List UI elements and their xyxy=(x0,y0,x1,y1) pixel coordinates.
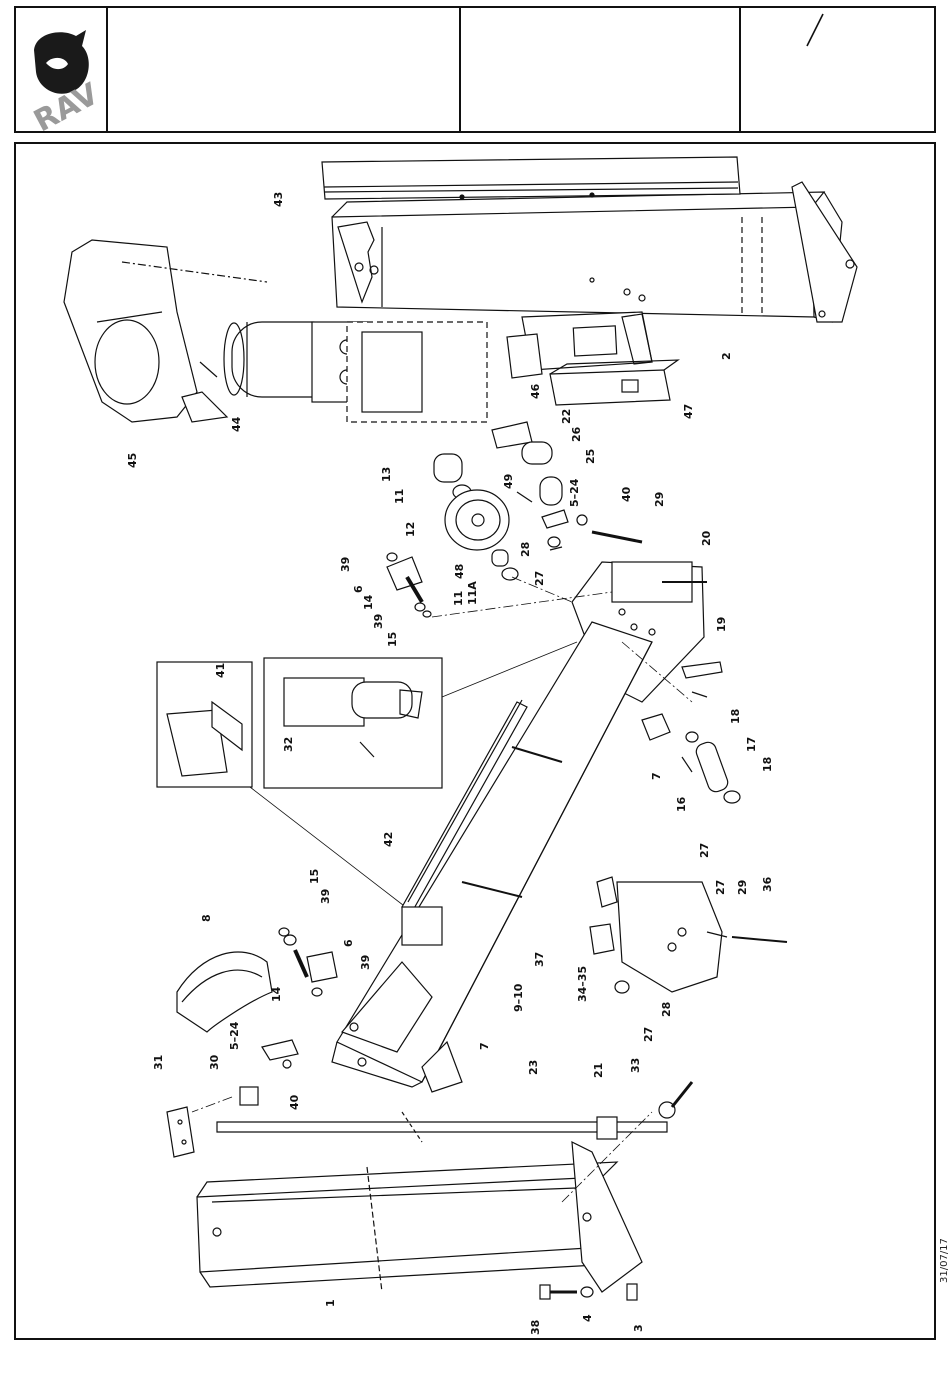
power-unit xyxy=(224,322,487,422)
callout-39a: 39 xyxy=(339,557,352,572)
lower-carriage xyxy=(590,877,787,993)
callout-7a: 7 xyxy=(650,772,663,780)
callout-25: 25 xyxy=(584,449,597,464)
callout-30: 30 xyxy=(208,1054,221,1070)
callout-1: 1 xyxy=(324,1299,337,1307)
callout-49: 49 xyxy=(502,474,515,489)
callout-33: 33 xyxy=(629,1058,642,1073)
inset-32 xyxy=(264,658,442,788)
title-cell xyxy=(108,8,461,131)
callout-5-24b: 5–24 xyxy=(228,1021,241,1050)
column-1 xyxy=(197,1142,642,1292)
callout-14a: 14 xyxy=(362,594,375,610)
part-23-latch-bar xyxy=(217,1082,692,1142)
callout-45: 45 xyxy=(126,453,139,468)
callout-43: 43 xyxy=(272,192,285,207)
part-43-channel xyxy=(322,157,740,199)
callout-28b: 28 xyxy=(660,1002,673,1017)
callout-8: 8 xyxy=(200,914,213,922)
callout-17: 17 xyxy=(745,737,758,752)
callout-27d: 27 xyxy=(642,1027,655,1042)
code-cell xyxy=(461,8,741,131)
callout-34-35: 34–35 xyxy=(576,966,589,1002)
logo-cell: RAV xyxy=(16,8,108,131)
callout-38: 38 xyxy=(529,1320,542,1335)
exploded-parts-diagram: 1 2 3 4 5–24 5–24 6 6 7 7 8 9–10 11 11 1… xyxy=(16,144,934,1338)
page-cell xyxy=(741,8,934,131)
part-46-plate xyxy=(507,312,652,378)
callout-29a: 29 xyxy=(653,492,666,507)
diagram-frame: 1 2 3 4 5–24 5–24 6 6 7 7 8 9–10 11 11 1… xyxy=(14,142,936,1340)
callout-11a: 11A xyxy=(466,581,479,605)
title-block: RAV xyxy=(14,6,936,133)
callout-20: 20 xyxy=(700,530,713,546)
callout-5-24a: 5–24 xyxy=(568,478,581,507)
callout-36: 36 xyxy=(761,876,774,892)
callout-11b: 11 xyxy=(452,591,465,606)
inset-41 xyxy=(157,662,252,787)
callout-6a: 6 xyxy=(352,585,365,593)
pulley-group xyxy=(434,422,642,580)
callout-18a: 18 xyxy=(729,709,742,724)
callout-29b: 29 xyxy=(736,880,749,895)
date-text: 31/07/17 xyxy=(939,1238,950,1283)
callout-40b: 40 xyxy=(288,1094,301,1110)
callout-9-10: 9–10 xyxy=(512,983,525,1012)
callout-42: 42 xyxy=(382,832,395,847)
callout-15a: 15 xyxy=(386,632,399,647)
callout-41: 41 xyxy=(214,663,227,678)
callout-6b: 6 xyxy=(342,939,355,947)
callout-46: 46 xyxy=(529,383,542,399)
callout-47: 47 xyxy=(682,404,695,419)
callout-32: 32 xyxy=(282,737,295,752)
callout-39b: 39 xyxy=(372,614,385,629)
part-8-pad xyxy=(177,952,272,1032)
callout-2: 2 xyxy=(720,352,733,360)
callout-15b: 15 xyxy=(308,869,321,884)
part-45-cover xyxy=(64,240,267,422)
callout-11: 11 xyxy=(393,489,406,504)
callout-48: 48 xyxy=(453,564,466,579)
callout-19: 19 xyxy=(715,617,728,632)
callout-44: 44 xyxy=(230,416,243,432)
callout-31: 31 xyxy=(152,1055,165,1070)
rav-logo-icon: RAV xyxy=(16,8,106,131)
callout-23: 23 xyxy=(527,1060,540,1075)
callout-40a: 40 xyxy=(620,486,633,502)
callout-18b: 18 xyxy=(761,757,774,772)
callout-27a: 27 xyxy=(533,571,546,586)
callout-39c: 39 xyxy=(319,889,332,904)
callout-39d: 39 xyxy=(359,955,372,970)
column-2 xyxy=(332,182,857,322)
callout-21: 21 xyxy=(592,1063,605,1078)
anchor-hardware xyxy=(540,1284,637,1300)
callout-26: 26 xyxy=(570,426,583,442)
callout-27c: 27 xyxy=(714,880,727,895)
callout-14b: 14 xyxy=(270,986,283,1002)
drawing-date: 31/07/17 xyxy=(936,1195,950,1285)
callout-22: 22 xyxy=(560,409,573,424)
callout-7b: 7 xyxy=(478,1042,491,1050)
callout-3: 3 xyxy=(632,1324,645,1332)
page-slash xyxy=(741,8,931,131)
callout-13: 13 xyxy=(380,467,393,482)
callout-27b: 27 xyxy=(698,843,711,858)
callout-16: 16 xyxy=(675,796,688,812)
callout-4: 4 xyxy=(581,1314,594,1322)
callout-12: 12 xyxy=(404,522,417,537)
callout-28a: 28 xyxy=(519,542,532,557)
slider-block-upper xyxy=(387,553,431,617)
callout-37: 37 xyxy=(533,952,546,967)
